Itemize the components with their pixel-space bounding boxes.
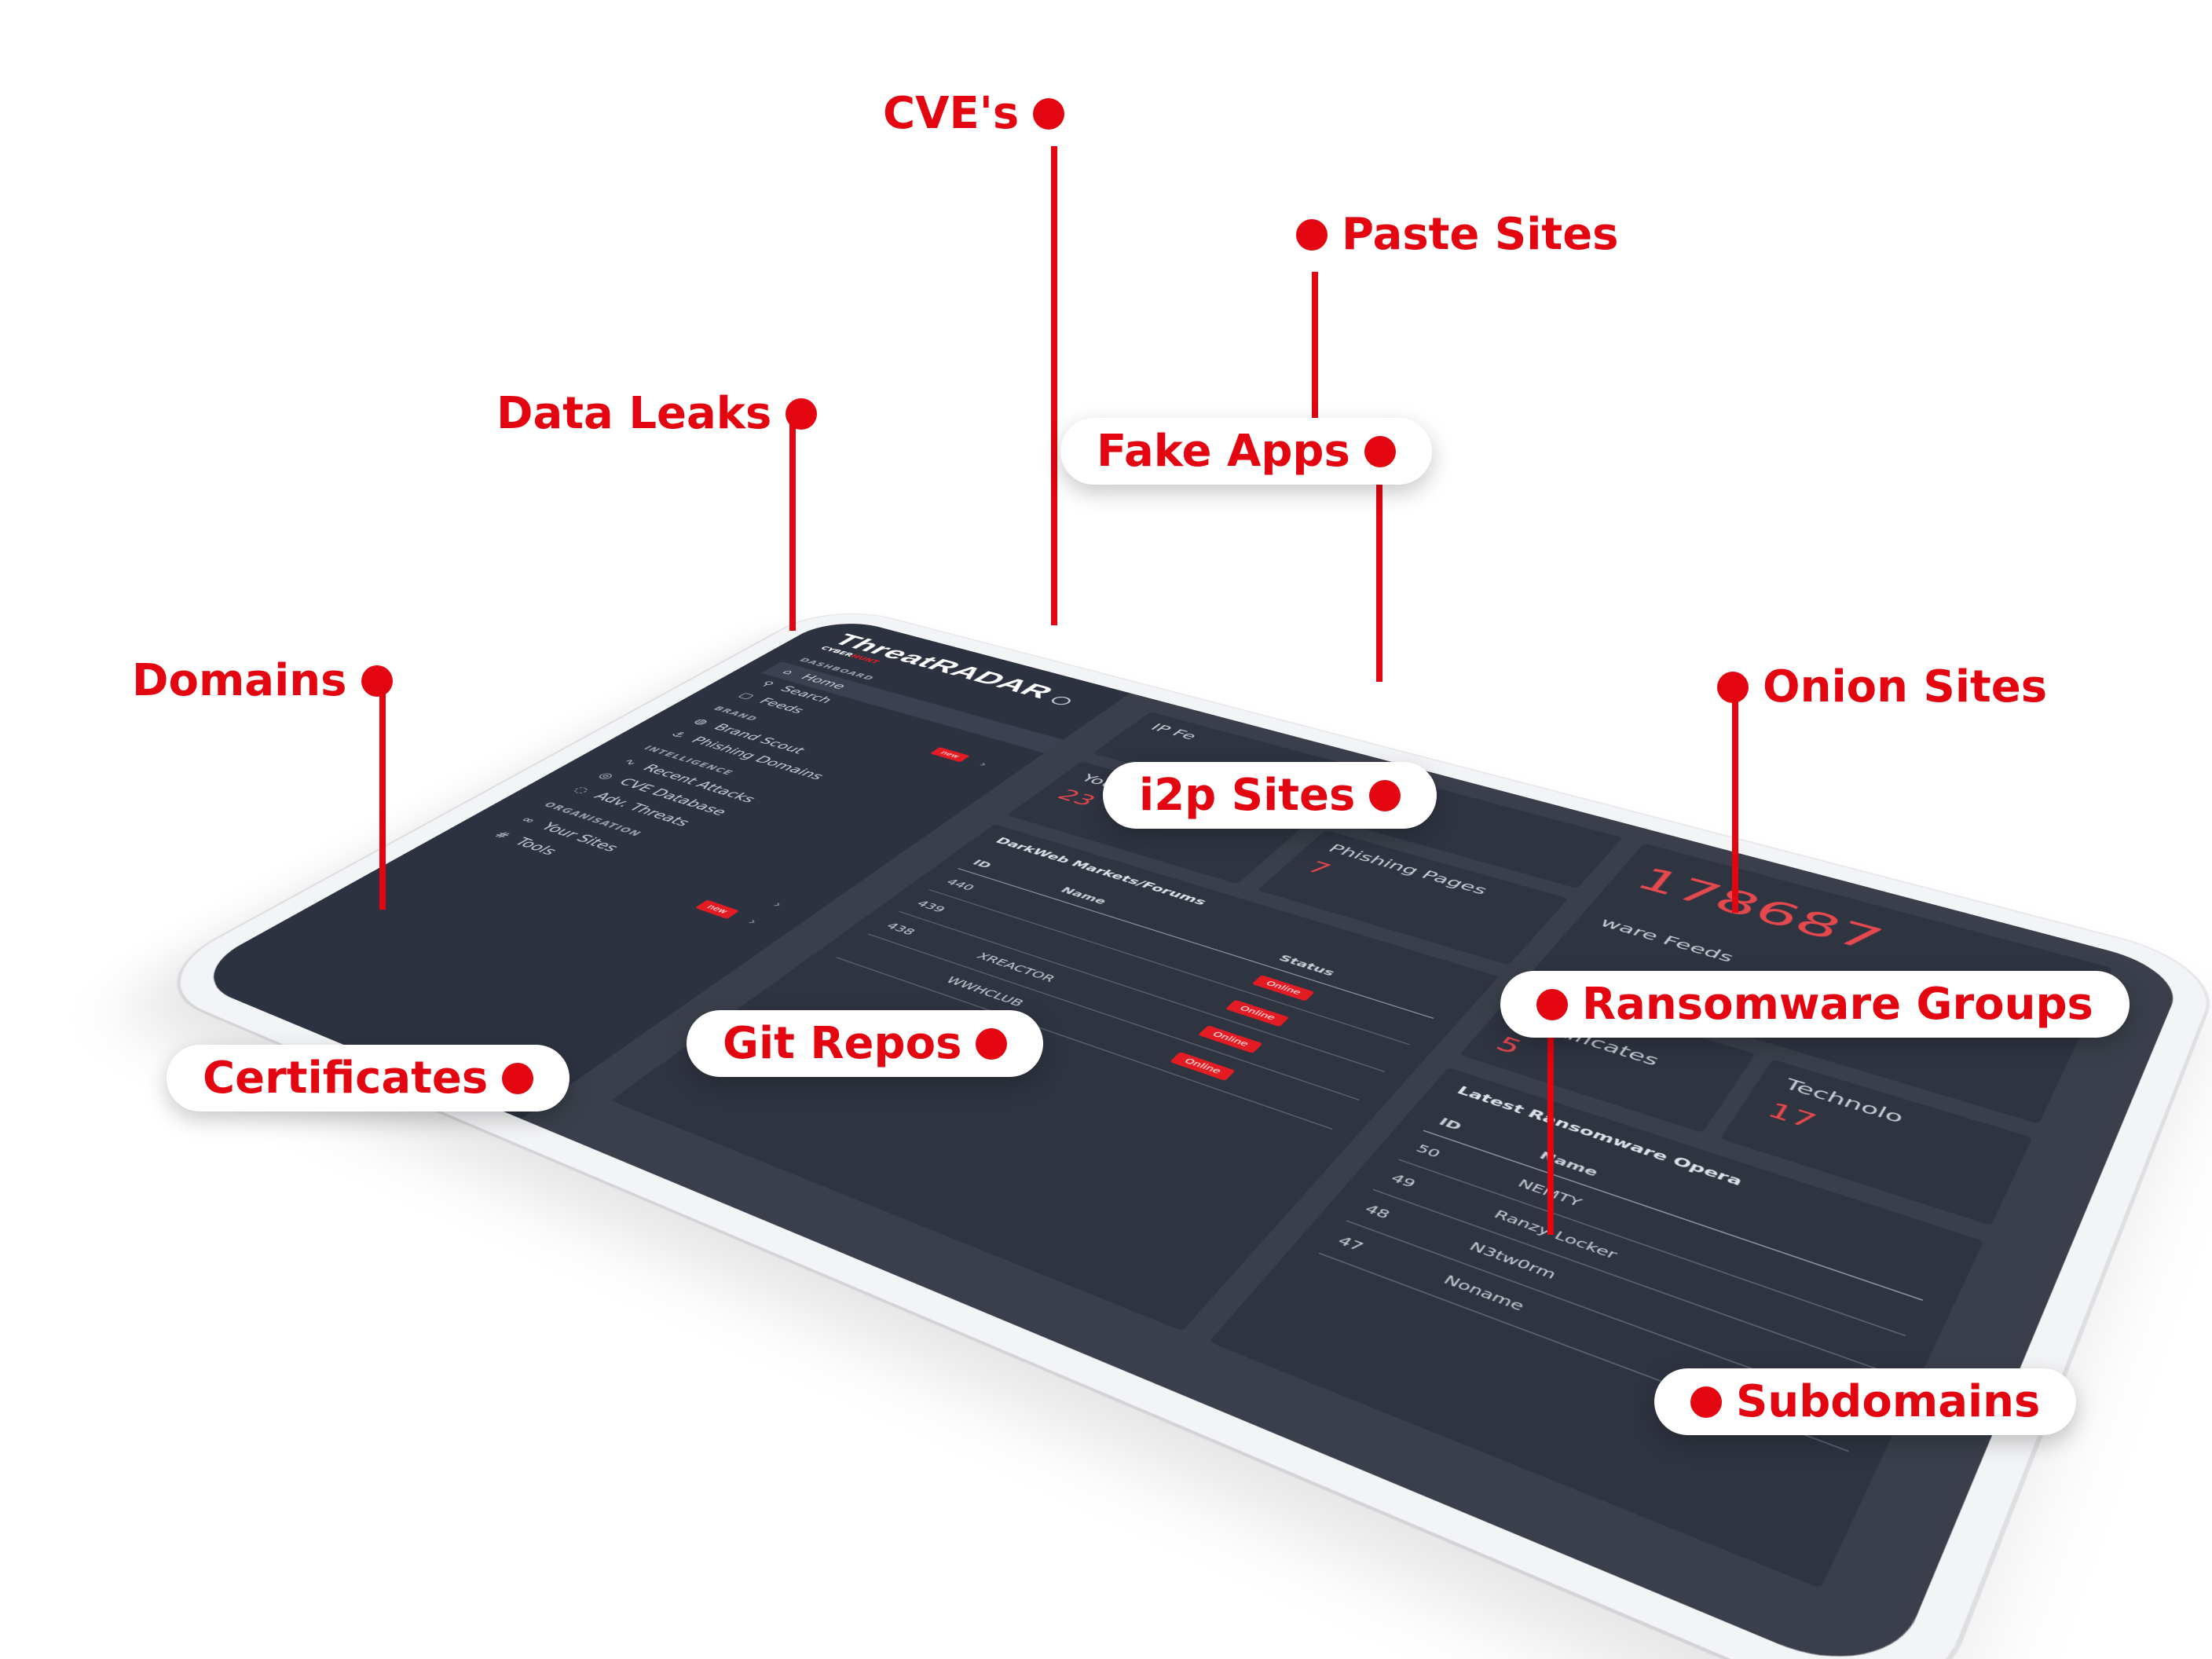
- callout-label: Paste Sites: [1342, 209, 1619, 260]
- fake-apps-leader-line: [1376, 462, 1382, 682]
- callout-label: Certificates: [203, 1053, 489, 1104]
- data-leaks-leader-line: [789, 415, 796, 631]
- home-icon: ⌂: [779, 668, 797, 676]
- domains-leader-line: [379, 680, 386, 910]
- callout-dot: [786, 397, 818, 430]
- callout-dot: [1296, 218, 1328, 251]
- callout-ransomware-groups: Ransomware Groups: [1500, 971, 2130, 1038]
- callout-dot: [361, 665, 393, 697]
- callout-label: CVE's: [883, 88, 1020, 139]
- activity-icon: ∿: [619, 756, 642, 767]
- callout-dot: [1033, 97, 1065, 130]
- callout-label: i2p Sites: [1139, 770, 1356, 821]
- threat-icon: ◌: [569, 784, 593, 796]
- feeds-icon: ▢: [735, 691, 758, 701]
- chevron-right-icon: ›: [743, 916, 762, 927]
- hook-icon: ⚓: [668, 729, 690, 740]
- callout-label: Data Leaks: [496, 388, 772, 439]
- chevron-right-icon: ›: [768, 899, 787, 910]
- search-icon: ⚲: [758, 679, 778, 688]
- help-icon[interactable]: [1048, 694, 1075, 707]
- callout-dot: [1369, 779, 1401, 811]
- ransomware-groups-leader-line: [1547, 1007, 1554, 1235]
- callout-i2p-sites: i2p Sites: [1103, 762, 1437, 829]
- hash-icon: #: [490, 830, 514, 841]
- callout-label: Git Repos: [723, 1018, 962, 1069]
- link-icon: ∞: [517, 815, 540, 826]
- callout-label: Subdomains: [1736, 1376, 2041, 1427]
- callout-dot: [976, 1027, 1008, 1060]
- database-icon: ◎: [595, 771, 617, 782]
- callout-data-leaks: Data Leaks: [496, 388, 818, 439]
- callout-certificates: Certificates: [167, 1045, 570, 1111]
- globe-icon: ◍: [690, 716, 712, 727]
- cves-leader-line: [1051, 146, 1057, 625]
- status-badge: Online: [1169, 1051, 1236, 1082]
- callout-fake-apps: Fake Apps: [1060, 418, 1432, 485]
- callout-paste-sites: Paste Sites: [1296, 209, 1619, 260]
- callout-dot: [1536, 988, 1568, 1020]
- callout-subdomains: Subdomains: [1654, 1368, 2077, 1435]
- callout-dot: [1364, 435, 1396, 467]
- callout-git-repos: Git Repos: [687, 1010, 1044, 1077]
- callout-label: Fake Apps: [1097, 426, 1350, 477]
- new-badge: new: [694, 899, 740, 919]
- callout-label: Onion Sites: [1763, 661, 2048, 712]
- paste-sites-leader-line: [1312, 272, 1318, 424]
- callout-domains: Domains: [132, 655, 393, 706]
- callout-dot: [502, 1062, 534, 1094]
- callout-label: Domains: [132, 655, 347, 706]
- onion-sites-leader-line: [1732, 688, 1738, 913]
- callout-onion-sites: Onion Sites: [1717, 661, 2047, 712]
- callout-dot: [1690, 1386, 1722, 1418]
- callout-dot: [1717, 671, 1749, 703]
- callout-label: Ransomware Groups: [1582, 979, 2093, 1030]
- chevron-right-icon: ›: [976, 760, 991, 769]
- callout-cves: CVE's: [883, 88, 1065, 139]
- new-badge: new: [929, 747, 970, 763]
